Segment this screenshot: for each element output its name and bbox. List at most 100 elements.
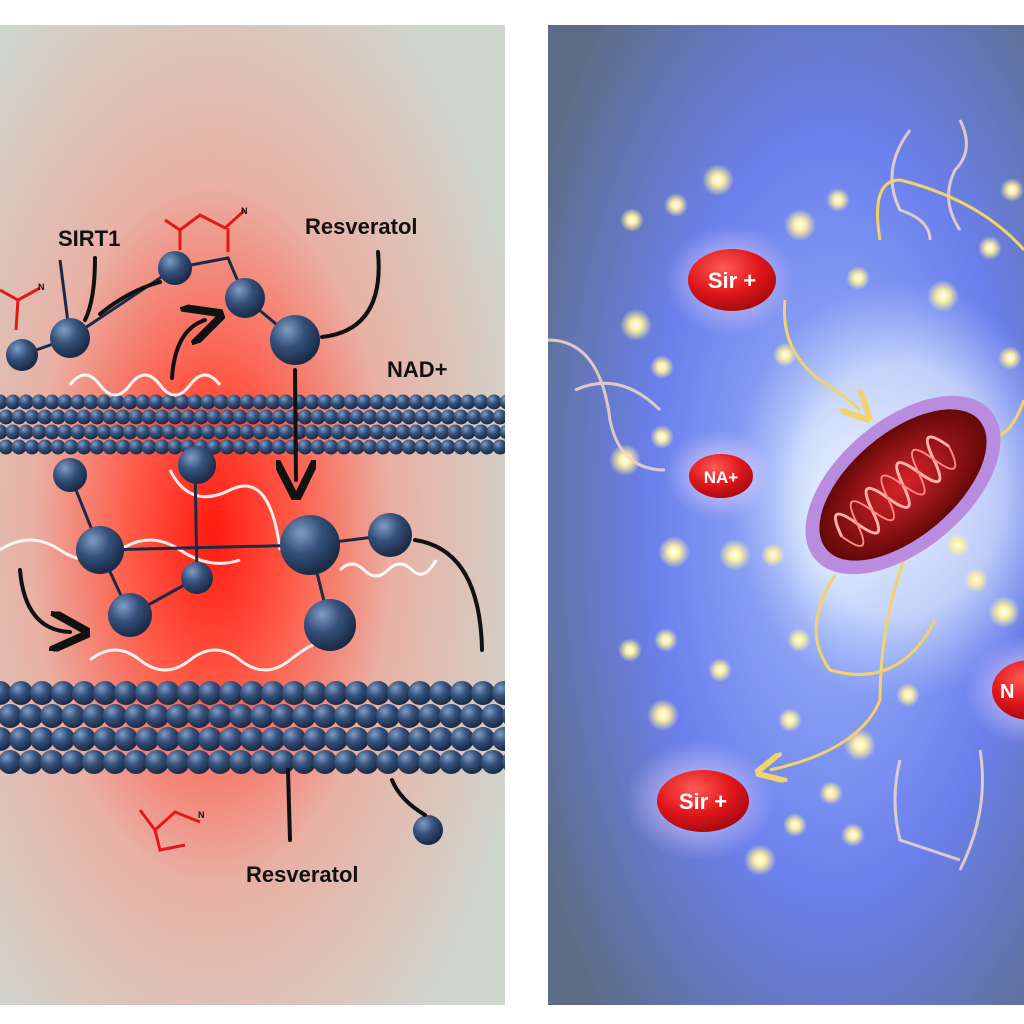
molecule-sphere	[53, 458, 87, 492]
light-particle	[650, 355, 674, 379]
light-particle	[761, 543, 785, 567]
lipid-bead	[51, 681, 75, 705]
lipid-bead	[187, 750, 211, 774]
lipid-bead	[388, 439, 404, 455]
lipid-bead	[0, 681, 12, 705]
lipid-bead	[356, 424, 372, 440]
lipid-bead	[450, 681, 474, 705]
lipid-bead	[19, 750, 43, 774]
lipid-bead	[44, 394, 60, 410]
lipid-bead	[460, 424, 476, 440]
ion-sir-bottom: Sir +	[625, 740, 775, 860]
lipid-bead	[447, 394, 463, 410]
lipid-bead	[219, 439, 235, 455]
lipid-bead	[89, 409, 105, 425]
lipid-bead	[408, 424, 424, 440]
label-na-mid: NA+	[704, 468, 739, 487]
lipid-bead	[343, 394, 359, 410]
light-particle	[988, 596, 1020, 628]
lipid-bead	[72, 727, 96, 751]
lipid-bead	[502, 708, 505, 724]
lipid-bead	[102, 409, 118, 425]
light-particle	[844, 729, 876, 761]
lipid-bead	[271, 439, 287, 455]
lipid-bead	[429, 681, 453, 705]
light-particle	[819, 781, 843, 805]
molecule-sphere	[181, 562, 213, 594]
lipid-bead	[401, 439, 417, 455]
lipid-bead	[265, 394, 281, 410]
lipid-bead	[245, 409, 261, 425]
lipid-bead	[375, 439, 391, 455]
lipid-bead	[492, 727, 505, 751]
lipid-bead	[349, 409, 365, 425]
lipid-bead	[37, 409, 53, 425]
lipid-bead	[219, 727, 243, 751]
lipid-bead	[369, 394, 385, 410]
lipid-bead	[239, 424, 255, 440]
lipid-bead	[226, 394, 242, 410]
label-nad: NAD+	[387, 357, 448, 382]
lipid-bead	[208, 750, 232, 774]
lipid-bead	[9, 727, 33, 751]
lipid-bead	[382, 424, 398, 440]
light-particle	[998, 346, 1022, 370]
lipid-bead	[297, 409, 313, 425]
lipid-bead	[324, 727, 348, 751]
lipid-bead	[37, 439, 53, 455]
lipid-bead	[334, 704, 358, 728]
lipid-bead	[473, 394, 489, 410]
lipid-bead	[303, 727, 327, 751]
lipid-bead	[109, 424, 125, 440]
lipid-bead	[141, 439, 157, 455]
lipid-bead	[345, 727, 369, 751]
molecule-sphere	[178, 446, 216, 484]
lipid-bead	[154, 439, 170, 455]
dna-helix-icon	[833, 435, 950, 538]
lipid-bead	[124, 750, 148, 774]
lipid-bead	[258, 409, 274, 425]
lipid-bead	[440, 409, 456, 425]
lipid-bead	[323, 439, 339, 455]
lipid-bead	[375, 409, 391, 425]
lipid-bead	[0, 439, 14, 455]
lipid-bead	[19, 704, 43, 728]
lipid-bead	[369, 424, 385, 440]
lipid-bead	[198, 681, 222, 705]
lipid-bead	[93, 727, 117, 751]
lipid-bead	[252, 424, 268, 440]
lipid-bead	[239, 394, 255, 410]
lipid-bead	[124, 704, 148, 728]
lipid-bead	[213, 424, 229, 440]
lipid-bead	[24, 409, 40, 425]
lipid-bead	[278, 394, 294, 410]
lipid-bead	[187, 424, 203, 440]
molecule-sphere	[158, 251, 192, 285]
lipid-bead	[232, 409, 248, 425]
lipid-bead	[70, 424, 86, 440]
lipid-bead	[135, 681, 159, 705]
lipid-bead	[135, 727, 159, 751]
lipid-bead	[366, 727, 390, 751]
lipid-bead	[166, 750, 190, 774]
lipid-bead	[395, 394, 411, 410]
lipid-bead	[167, 439, 183, 455]
lipid-bead	[206, 439, 222, 455]
light-particle	[702, 164, 734, 196]
lipid-bead	[440, 439, 456, 455]
light-particle	[609, 444, 641, 476]
lipid-bead	[388, 409, 404, 425]
lipid-bead	[499, 424, 505, 440]
molecule-sphere	[280, 515, 340, 575]
lipid-bead	[156, 681, 180, 705]
lipid-bead	[9, 681, 33, 705]
fibers	[548, 119, 984, 871]
lipid-bead	[40, 704, 64, 728]
lipid-bead	[366, 681, 390, 705]
lipid-bead	[387, 681, 411, 705]
lipid-bead	[502, 754, 505, 770]
lipid-bead	[492, 439, 505, 455]
lipid-bead	[304, 424, 320, 440]
lipid-bead	[310, 409, 326, 425]
lipid-bead	[376, 704, 400, 728]
